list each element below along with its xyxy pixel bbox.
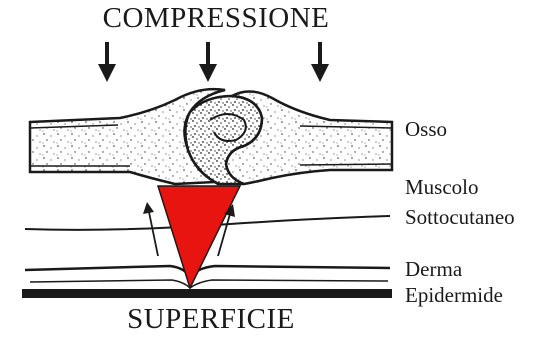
compression-arrow-right <box>311 42 329 82</box>
label-osso: Osso <box>405 117 447 142</box>
dermis-layer <box>25 266 390 288</box>
pressure-cone <box>158 186 240 288</box>
bone-layer <box>30 89 392 184</box>
epidermis-band <box>22 289 392 298</box>
compression-arrow-center <box>199 42 217 82</box>
surface-label: SUPERFICIE <box>96 303 326 336</box>
label-epidermide: Epidermide <box>405 283 503 308</box>
label-sottocutaneo: Sottocutaneo <box>405 205 515 230</box>
label-derma: Derma <box>405 257 462 282</box>
label-muscolo: Muscolo <box>405 175 479 200</box>
compression-arrow-left <box>98 42 116 82</box>
compression-label: COMPRESSIONE <box>86 2 346 35</box>
